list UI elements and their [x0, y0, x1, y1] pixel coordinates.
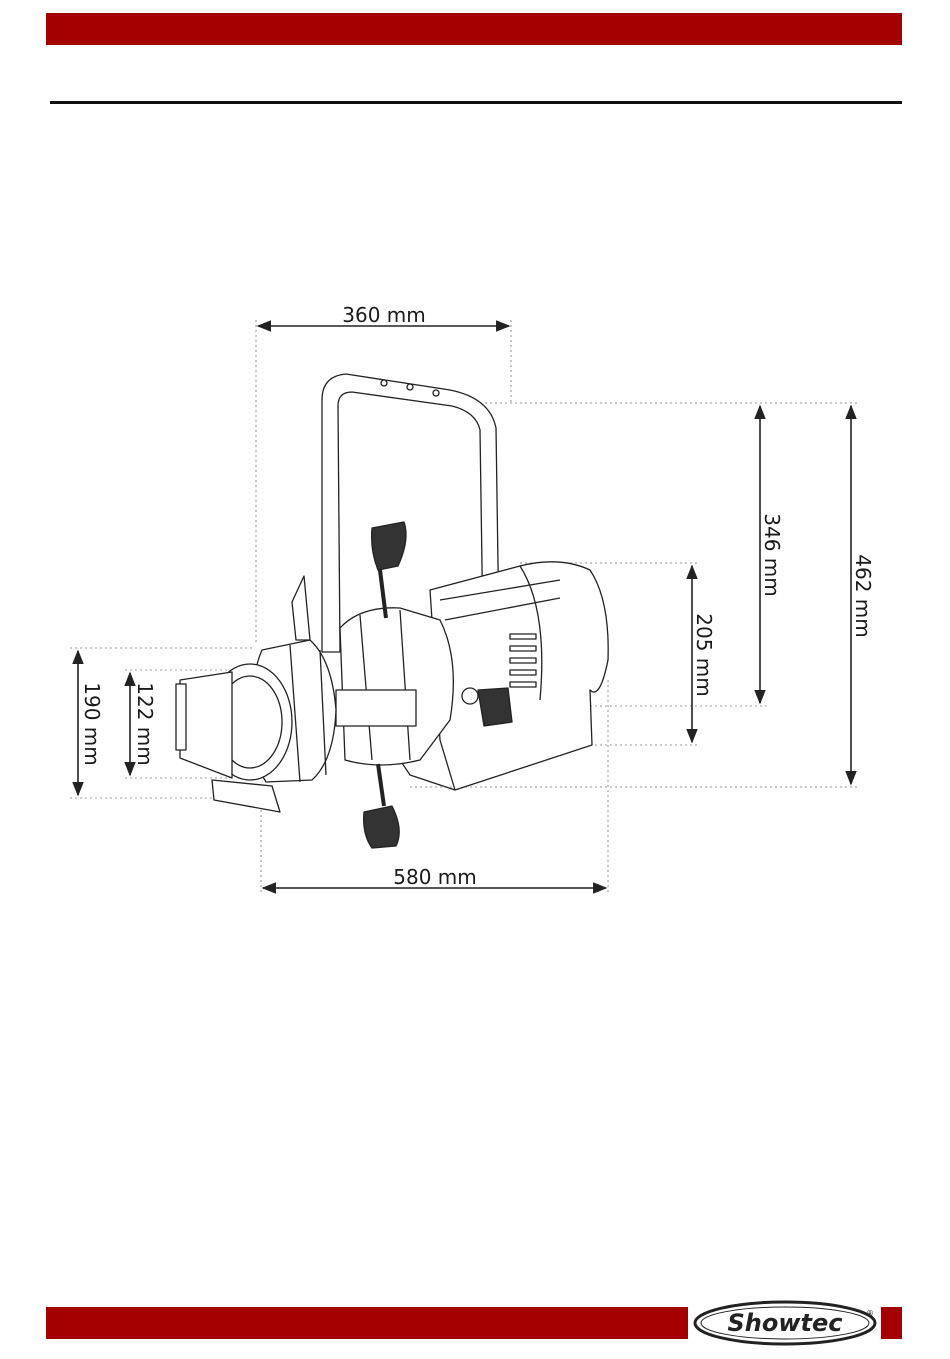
side-tab: [292, 576, 310, 640]
footer-bar: [46, 1307, 688, 1339]
front-height-label: 190 mm: [80, 682, 104, 766]
height-body-label: 205 mm: [692, 613, 716, 697]
gel-frame: [180, 672, 232, 778]
footer-bar-end: [881, 1307, 902, 1339]
rear-body: [430, 562, 608, 790]
mid-barrel: [340, 608, 453, 765]
logo-text: Showtec: [727, 1309, 842, 1337]
logo-registered-mark: ®: [866, 1309, 874, 1318]
yoke-knob: [478, 688, 512, 726]
top-handle: [372, 522, 406, 570]
length-label: 580 mm: [393, 865, 477, 889]
height-yoke-label: 346 mm: [760, 513, 784, 597]
height-total-label: 462 mm: [851, 554, 875, 638]
bottom-handle: [364, 806, 400, 848]
bottom-clip: [212, 780, 280, 812]
showtec-logo-icon: Showtec ®: [690, 1298, 880, 1348]
width-label: 360 mm: [342, 303, 426, 327]
lens-diameter-label: 122 mm: [133, 682, 157, 766]
fixture-illustration: [176, 374, 608, 848]
